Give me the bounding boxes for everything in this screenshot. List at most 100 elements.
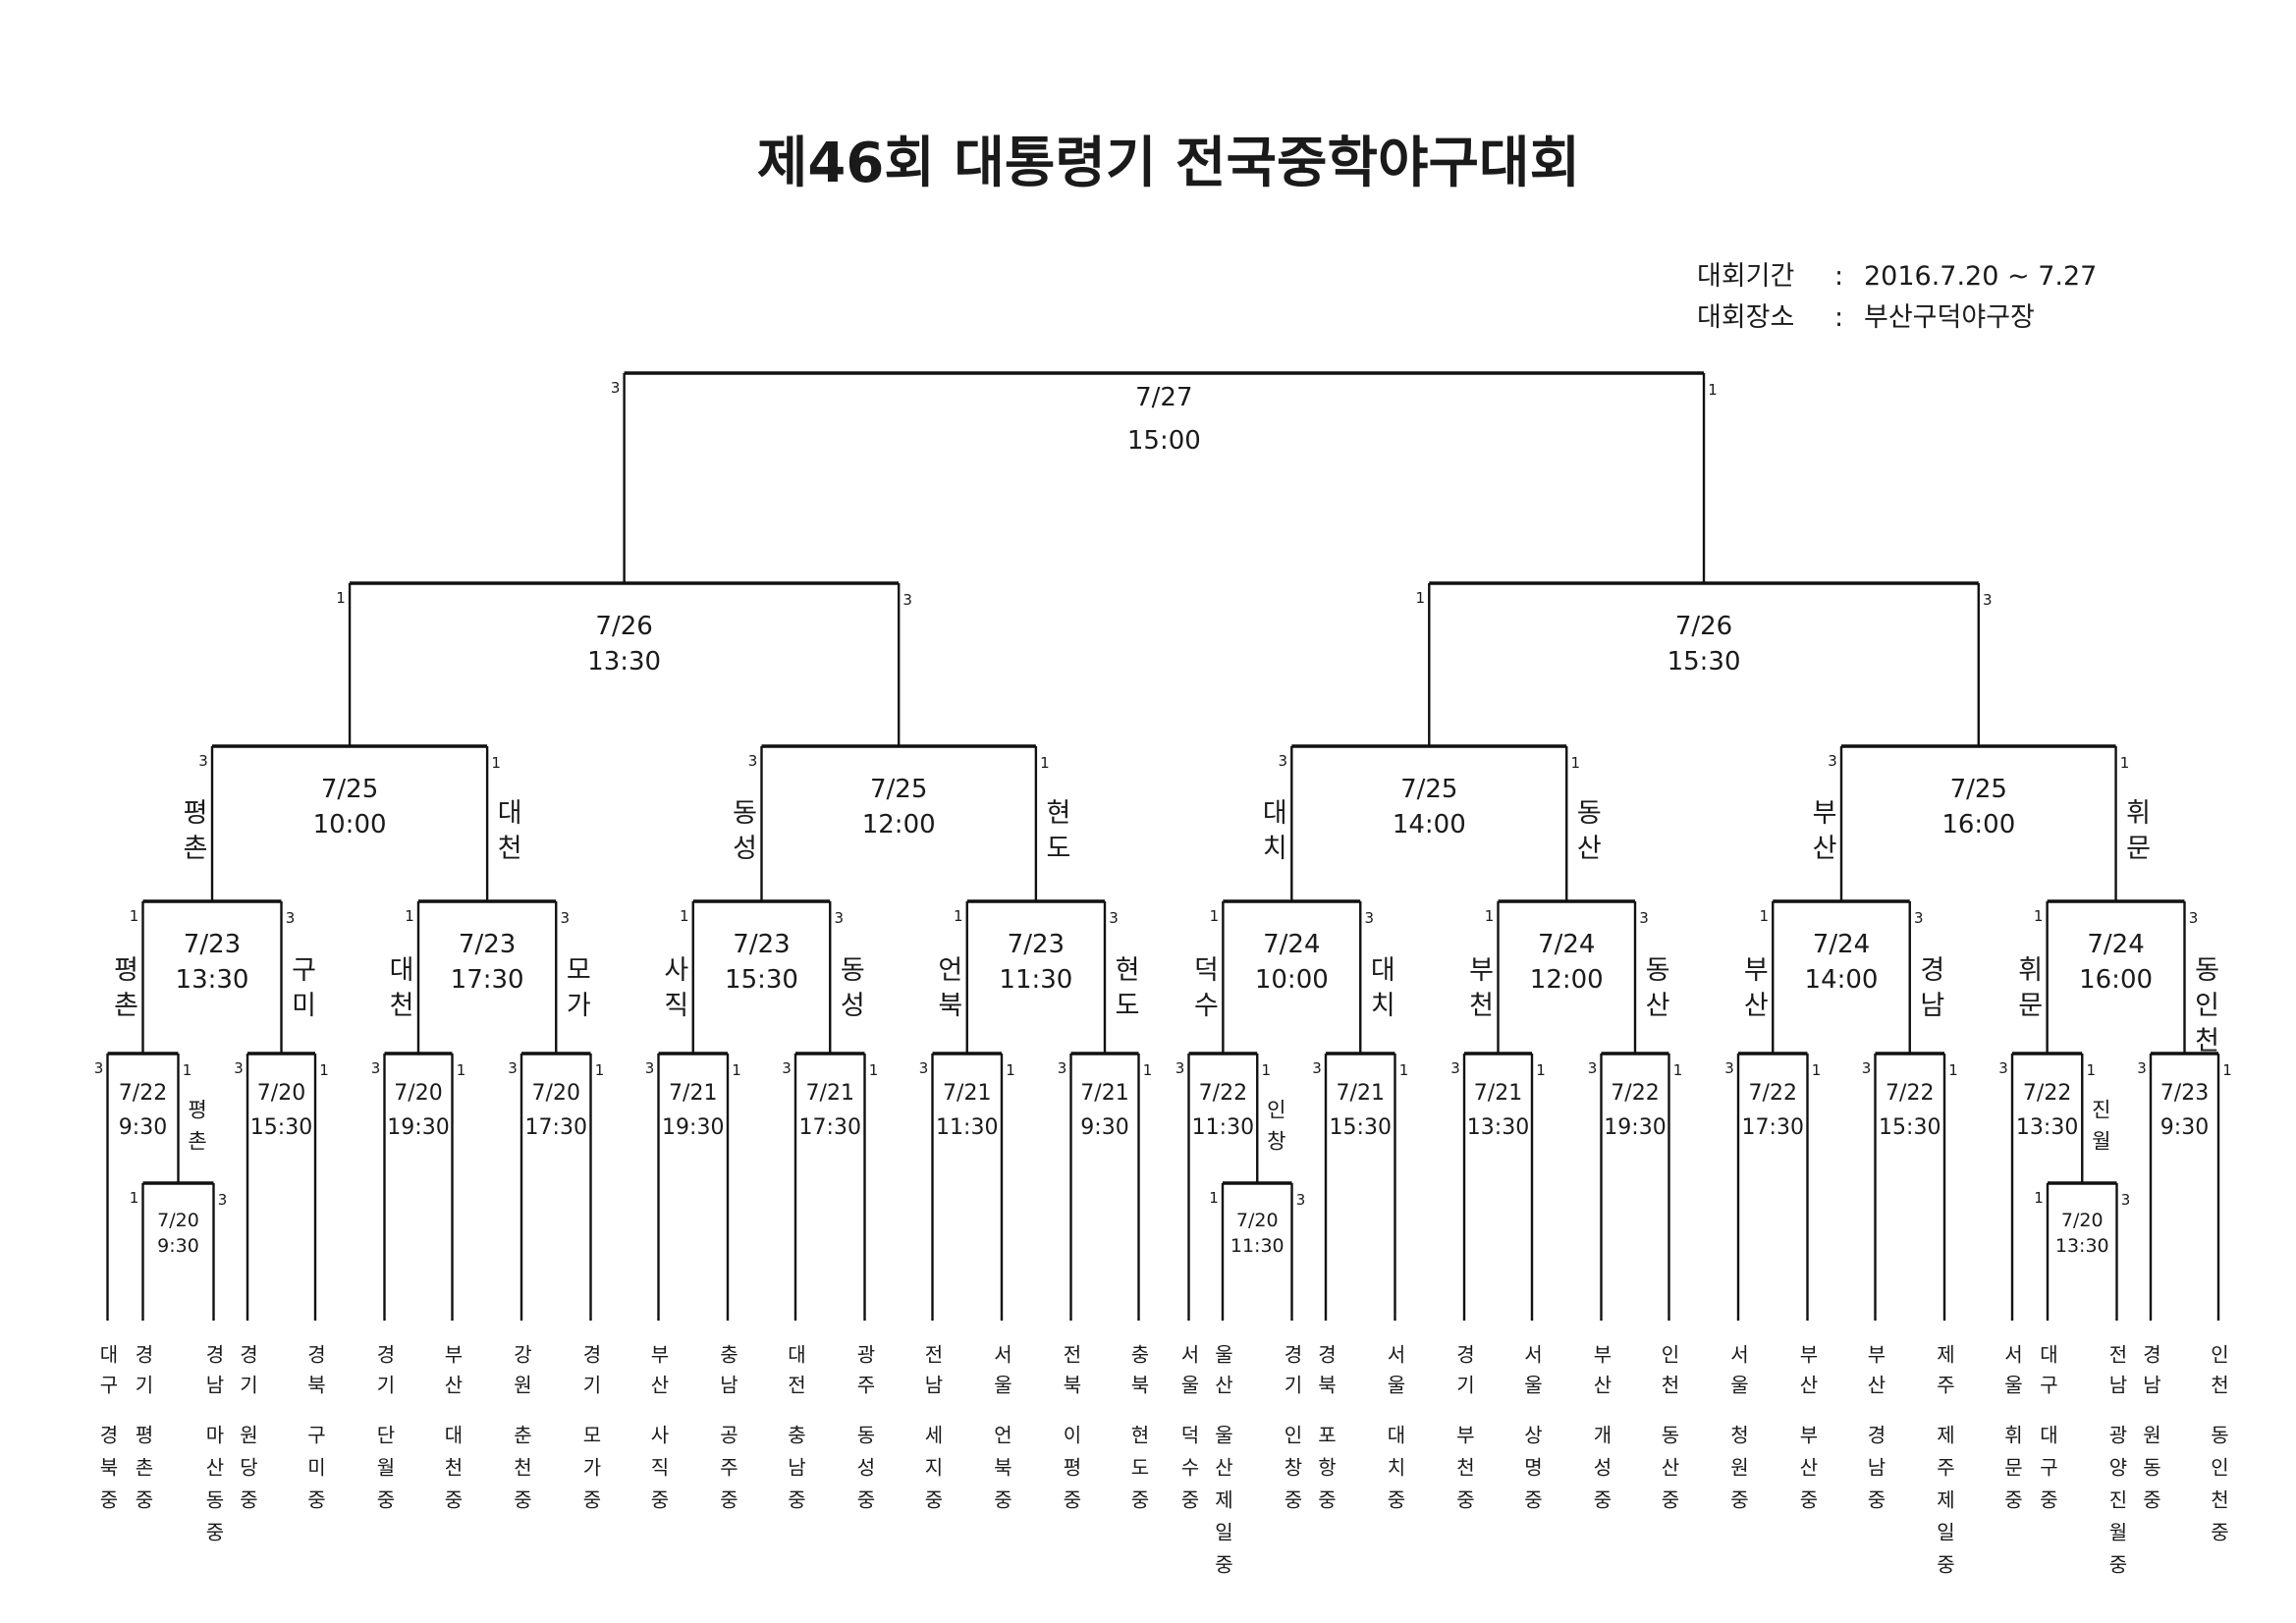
team-school: 이평중 [1059,1425,1083,1522]
match-time: 19:30 [1604,1115,1666,1140]
match-date: 7/20 [532,1081,580,1106]
score-left: 1 [130,1189,139,1207]
score-left: 3 [371,1059,381,1077]
venue-label: 대회장소 [1697,302,1794,333]
match-date: 7/22 [119,1081,167,1106]
team-region: 경기 [1280,1344,1304,1405]
team-school: 현도중 [1126,1425,1151,1522]
score-left: 1 [1759,907,1769,925]
team-school: 광양진월중 [2105,1425,2129,1587]
period-value: 2016.7.20 ~ 7.27 [1864,261,2097,292]
match-time: 10:00 [313,810,387,839]
score-left: 1 [1210,907,1220,925]
score-left: 3 [611,379,621,397]
team-school: 대구중 [2036,1425,2059,1522]
match-date: 7/20 [1236,1210,1279,1231]
match-date: 7/26 [595,612,652,641]
match-time: 13:30 [176,965,249,995]
match-time: 12:00 [862,810,936,839]
team-school: 휘문중 [2000,1425,2024,1522]
match-date: 7/20 [2061,1210,2104,1231]
winner-label-left: 평촌 [108,955,138,1027]
venue-value: 부산구덕야구장 [1864,302,2035,333]
team-school: 사직중 [646,1425,671,1522]
score-left: 1 [1209,1189,1219,1207]
score-right: 3 [1364,909,1374,927]
winner-label-left: 부천 [1463,955,1494,1027]
match-date: 7/25 [321,775,378,804]
team-region: 경기 [236,1344,259,1405]
match-date: 7/21 [806,1081,854,1106]
winner-label-left: 대천 [383,955,414,1027]
team-region: 전남 [2105,1344,2129,1405]
score-right: 1 [1948,1061,1958,1079]
score-left: 1 [1416,589,1426,607]
score-right: 3 [218,1191,228,1209]
score-right: 1 [2086,1061,2096,1079]
winner-label-right: 모가 [560,955,591,1027]
match-date: 7/23 [1008,930,1065,959]
team-region: 서울 [1383,1344,1407,1405]
score-right: 1 [1812,1061,1822,1079]
team-region: 부산 [646,1344,671,1405]
score-right: 3 [2189,909,2199,927]
team-school: 제주제일중 [1933,1425,1956,1587]
team-region: 제주 [1933,1344,1956,1405]
match-date: 7/22 [1749,1081,1797,1106]
score-left: 3 [94,1059,104,1077]
score-right: 3 [1296,1191,1306,1209]
team-school: 부산중 [1795,1425,1820,1522]
score-right: 1 [1261,1061,1271,1079]
score-left: 3 [1450,1059,1460,1077]
match-time: 15:30 [1879,1115,1941,1140]
team-region: 대구 [2036,1344,2059,1405]
winner-label-right: 구미 [286,955,316,1027]
match-time: 11:30 [936,1115,998,1140]
team-school: 원동중 [2139,1425,2162,1522]
team-region: 부산 [1795,1344,1820,1405]
team-region: 광주 [852,1344,877,1405]
team-school: 대천중 [440,1425,465,1522]
page-title: 제46회 대통령기 전국중학야구대회 [757,132,1580,195]
team-region: 대구 [95,1344,120,1405]
match-date: 7/23 [733,930,790,959]
team-school: 인창중 [1280,1425,1304,1522]
score-right: 3 [1914,909,1924,927]
match-time: 17:30 [1742,1115,1804,1140]
score-left: 3 [2137,1059,2147,1077]
match-date: 7/24 [1263,930,1320,959]
team-region: 강원 [510,1344,533,1405]
score-right: 1 [2120,754,2130,772]
match-time: 11:30 [999,965,1072,995]
match-time: 17:30 [525,1115,587,1140]
team-region: 대전 [784,1344,807,1405]
team-region: 인천 [2207,1344,2230,1405]
score-right: 1 [2222,1061,2232,1079]
match-time: 17:30 [799,1115,861,1140]
winner-label-left: 동성 [727,798,757,870]
team-region: 서울 [1726,1344,1750,1405]
score-right: 1 [1570,754,1580,772]
team-school: 마산동중 [201,1425,226,1554]
score-right: 3 [2121,1191,2131,1209]
score-right: 3 [1983,591,1993,609]
score-left: 3 [782,1059,792,1077]
score-right: 3 [560,909,570,927]
match-date: 7/25 [870,775,927,804]
winner-label-left: 사직 [658,955,689,1027]
match-date: 7/21 [669,1081,717,1106]
score-left: 3 [1828,752,1837,770]
score-right: 1 [491,754,501,772]
team-region: 충북 [1126,1344,1151,1405]
match-date: 7/21 [943,1081,991,1106]
match-time: 13:30 [1467,1115,1529,1140]
match-date: 7/23 [459,930,516,959]
team-region: 서울 [1520,1344,1544,1405]
team-region: 경북 [1314,1344,1338,1405]
match-time: 13:30 [2055,1235,2109,1257]
score-right: 1 [1399,1061,1409,1079]
score-right: 1 [1006,1061,1015,1079]
winner-label-left: 대치 [1256,798,1287,870]
